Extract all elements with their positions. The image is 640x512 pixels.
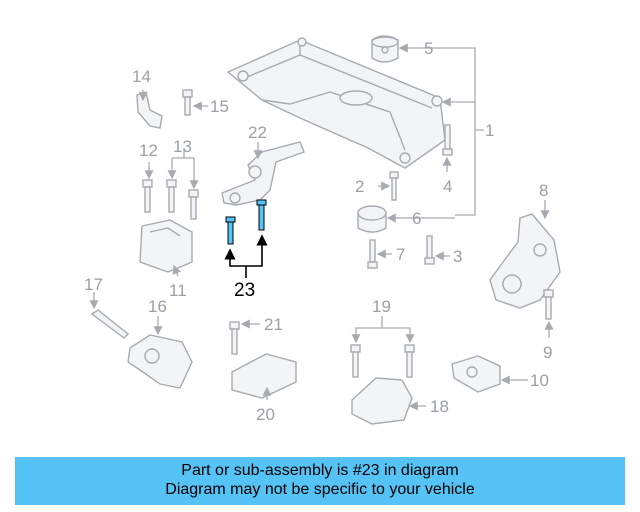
bolt-3 xyxy=(424,235,435,265)
callout-2: 2 xyxy=(355,177,364,196)
callout-22: 22 xyxy=(248,123,267,142)
callout-13: 13 xyxy=(173,137,192,156)
bolt-4 xyxy=(442,124,453,156)
bolt-17 xyxy=(90,309,130,339)
mount-5 xyxy=(371,35,399,63)
bolts-13 xyxy=(166,179,199,220)
callout-1: 1 xyxy=(485,121,494,140)
callout-3: 3 xyxy=(453,247,462,266)
torque-arm-22 xyxy=(221,141,305,206)
bolt-15 xyxy=(182,89,193,116)
bracket-8 xyxy=(489,213,561,309)
bolt-9 xyxy=(543,289,554,320)
callout-16: 16 xyxy=(148,297,167,316)
bolts-23-highlighted xyxy=(225,199,267,245)
callout-9: 9 xyxy=(543,343,552,362)
bolt-12 xyxy=(142,179,153,213)
callout-21: 21 xyxy=(264,315,283,334)
callout-8: 8 xyxy=(539,181,548,200)
leader-lines xyxy=(89,43,554,411)
callout-4: 4 xyxy=(443,177,452,196)
callout-6: 6 xyxy=(412,209,421,228)
mount-18 xyxy=(351,377,413,425)
callout-15: 15 xyxy=(210,97,229,116)
subframe-crossmember xyxy=(226,37,446,169)
bolt-7 xyxy=(367,239,378,269)
mount-11 xyxy=(139,219,193,273)
callout-19: 19 xyxy=(372,297,391,316)
mount-16 xyxy=(127,334,193,389)
bolt-2 xyxy=(389,171,399,201)
callout-5: 5 xyxy=(424,39,433,58)
mount-20 xyxy=(231,353,297,399)
bolts-19 xyxy=(350,344,415,378)
bolt-21 xyxy=(229,321,240,355)
callout-18: 18 xyxy=(430,397,449,416)
banner-line-2: Diagram may not be specific to your vehi… xyxy=(165,481,475,498)
callout-12: 12 xyxy=(139,141,158,160)
bracket-14 xyxy=(136,91,163,129)
banner-line-1: Part or sub-assembly is #23 in diagram xyxy=(181,462,459,479)
callout-23-highlighted: 23 xyxy=(234,280,255,301)
bushing-6 xyxy=(357,205,387,233)
callout-14: 14 xyxy=(132,67,151,86)
callout-10: 10 xyxy=(530,371,549,390)
callout-7: 7 xyxy=(396,245,405,264)
callout-11: 11 xyxy=(169,281,187,300)
callout-20: 20 xyxy=(256,405,275,424)
info-banner: Part or sub-assembly is #23 in diagram D… xyxy=(15,457,625,505)
callout-17: 17 xyxy=(84,275,103,294)
